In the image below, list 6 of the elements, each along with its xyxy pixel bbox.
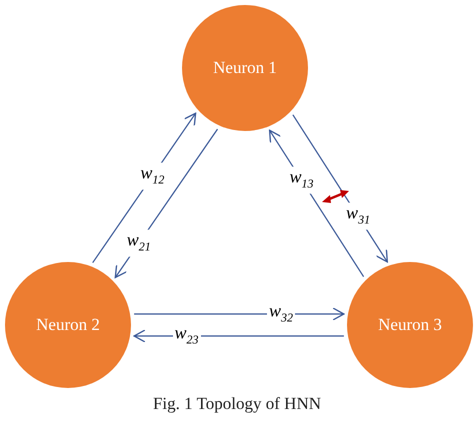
node-label: Neuron 2 bbox=[36, 315, 100, 335]
node-label: Neuron 3 bbox=[378, 315, 442, 335]
edge-label: w$_{12}$ bbox=[138, 162, 166, 190]
edge-label: w$_{13}$ bbox=[288, 166, 316, 194]
node-label: Neuron 1 bbox=[213, 58, 277, 78]
figure-caption: Fig. 1 Topology of HNN bbox=[152, 394, 322, 413]
